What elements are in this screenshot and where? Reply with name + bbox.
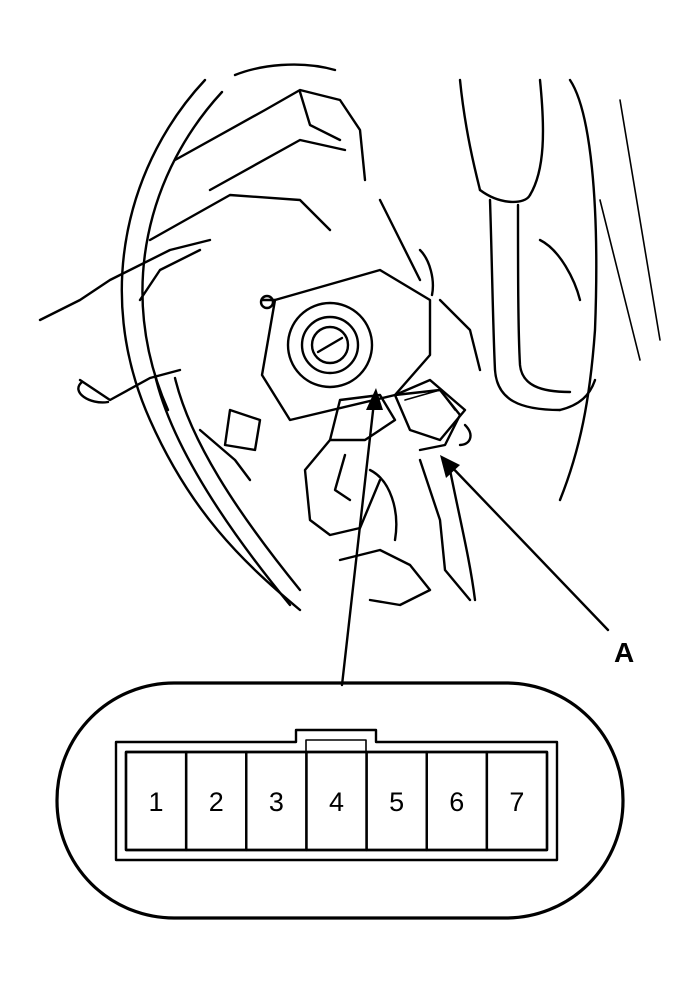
pin-label-3: 3 <box>269 787 284 817</box>
steering-column-illustration <box>38 63 661 612</box>
pinout-capsule-outline <box>55 681 625 920</box>
callout-a-arrowhead <box>440 455 460 478</box>
connector-housing <box>114 728 559 862</box>
leader-to-pinout <box>340 388 383 687</box>
pin-cell-7 <box>485 750 549 852</box>
pin-label-6: 6 <box>449 787 464 817</box>
connector-pinout-view: 1 2 3 4 5 6 7 <box>55 681 625 920</box>
pin-label-7: 7 <box>509 787 524 817</box>
lock-tab <box>305 739 367 753</box>
pin-label-2: 2 <box>209 787 224 817</box>
leader-arrowhead <box>366 388 383 410</box>
pin-cells: 1 2 3 4 5 6 7 <box>124 750 549 852</box>
pin-label-1: 1 <box>149 787 164 817</box>
callout-a-leader <box>440 455 610 632</box>
pin-label-4: 4 <box>329 787 344 817</box>
pin-label-5: 5 <box>389 787 404 817</box>
callout-a-label: A <box>614 637 634 668</box>
